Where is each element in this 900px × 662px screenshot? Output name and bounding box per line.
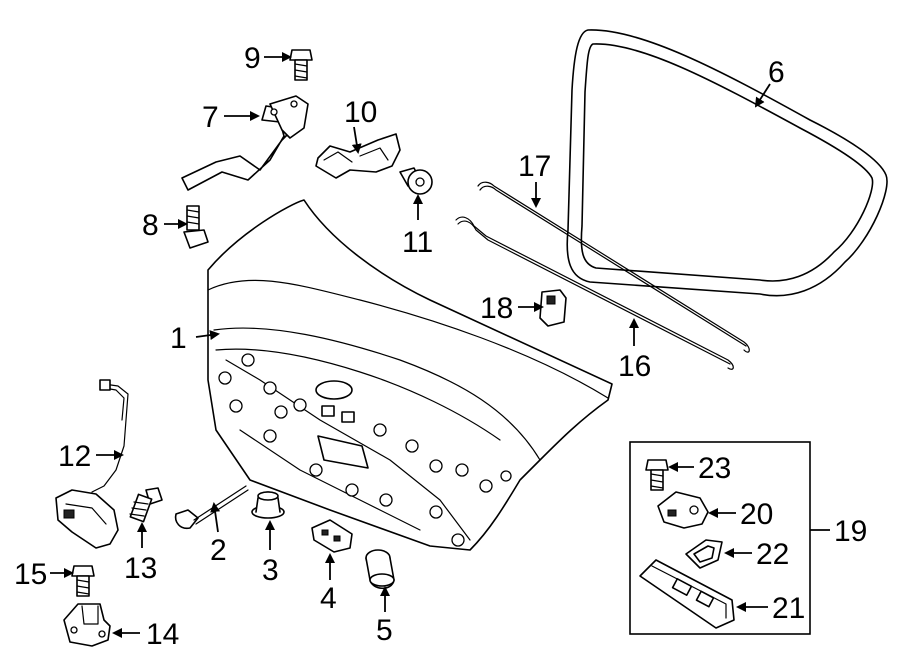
callout-7: 7: [202, 101, 219, 134]
trunk-hinge: [181, 95, 309, 191]
license-lamp-box: [629, 441, 811, 635]
callout-4: 4: [320, 582, 337, 615]
weatherstrip-seal: [566, 29, 888, 297]
bolt-13: [129, 487, 163, 523]
bolt-23: [645, 459, 669, 491]
lock-rod: [174, 485, 249, 530]
bolt-8: [183, 205, 209, 249]
bolt-9: [289, 49, 313, 81]
callout-1: 1: [170, 322, 187, 355]
callout-3: 3: [262, 554, 279, 587]
callout-labels: 1 2 3 4 5 6 7 8 9 10 11 12 13 14 15 16 1…: [14, 42, 867, 651]
callout-6: 6: [768, 56, 785, 89]
callout-18: 18: [480, 292, 513, 325]
callout-15: 15: [14, 558, 47, 591]
callout-19: 19: [834, 515, 867, 548]
callout-20: 20: [740, 498, 773, 531]
callout-8: 8: [142, 209, 159, 242]
license-lamp: [639, 559, 735, 629]
callout-14: 14: [146, 618, 179, 651]
callout-9: 9: [244, 42, 261, 75]
lid-bumper: [539, 289, 567, 327]
rubber-bumper: [365, 549, 395, 590]
callout-23: 23: [698, 452, 731, 485]
callout-21: 21: [772, 592, 805, 625]
support-rod-upper: [477, 181, 750, 353]
callout-2: 2: [210, 534, 227, 567]
callout-11: 11: [402, 226, 433, 259]
striker: [63, 603, 111, 647]
lamp-gasket: [685, 539, 723, 569]
callout-22: 22: [756, 538, 789, 571]
latch-actuator: [55, 379, 129, 549]
trunk-lid: [207, 199, 613, 551]
callout-13: 13: [124, 552, 157, 585]
hinge-bracket: [315, 133, 401, 179]
cover-piece: [311, 519, 353, 553]
callout-16: 16: [618, 350, 651, 383]
bolt-15: [71, 565, 95, 597]
leader-arrows: [50, 52, 830, 638]
callout-5: 5: [376, 614, 393, 647]
callout-12: 12: [58, 440, 91, 473]
lamp-bracket: [657, 491, 709, 529]
callout-10: 10: [344, 96, 377, 129]
support-rod-lower: [455, 216, 734, 370]
bolt-11: [399, 167, 433, 195]
plug: [251, 491, 285, 519]
callout-17: 17: [518, 150, 551, 183]
